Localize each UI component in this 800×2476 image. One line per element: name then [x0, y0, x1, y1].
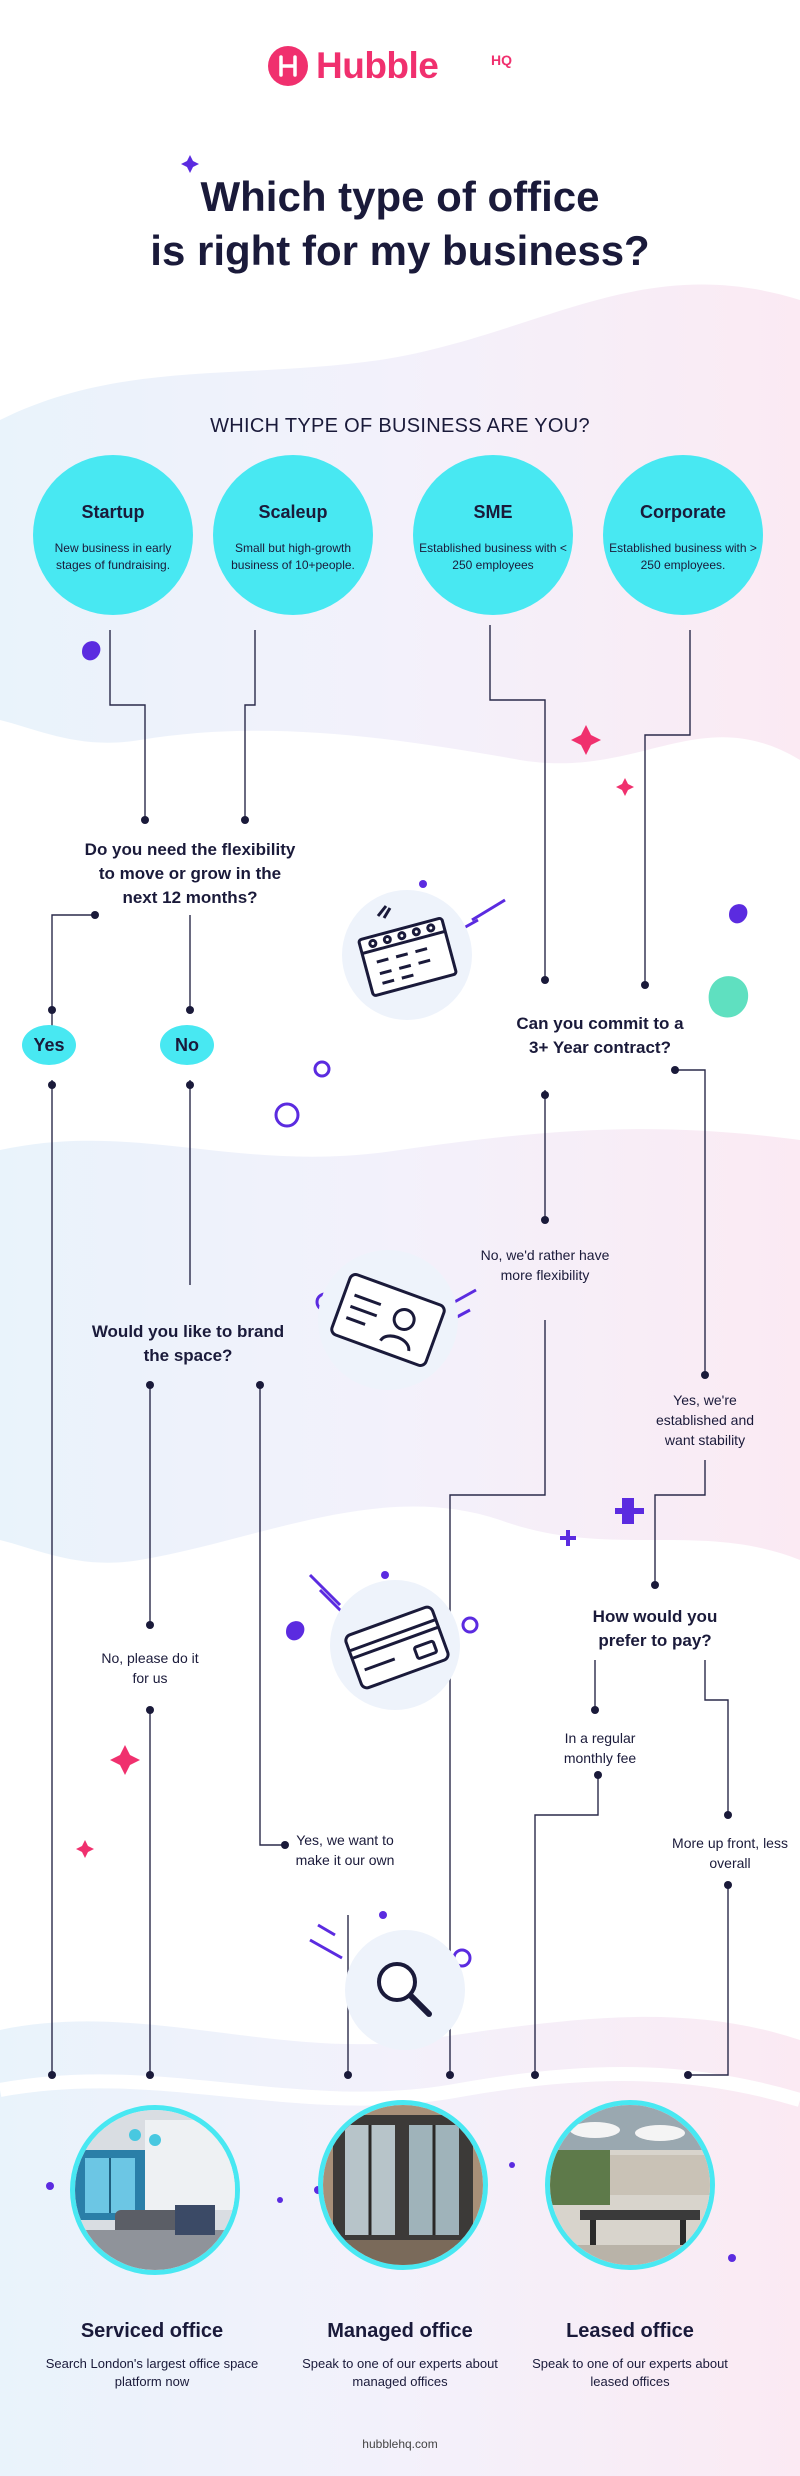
logo-wordmark[interactable]: Hubble	[316, 45, 439, 86]
managed-office-photo[interactable]	[318, 2100, 488, 2270]
question-flexibility: Do you need the flexibility to move or g…	[84, 840, 296, 907]
business-scaleup-desc: Small but high-growth business of 10+peo…	[231, 541, 355, 572]
serviced-office-photo[interactable]	[70, 2105, 240, 2275]
business-corporate-title: Corporate	[639, 502, 726, 522]
logo-suffix: HQ	[491, 52, 512, 68]
credit-card-icon	[344, 1605, 450, 1690]
calendar-icon-circle	[342, 890, 472, 1020]
question-contract: Can you commit to a 3+ Year contract?	[516, 1014, 684, 1057]
business-startup-title: Startup	[81, 502, 145, 522]
logo-h-icon	[279, 55, 297, 77]
leased-office-image	[550, 2105, 710, 2265]
business-sme-desc: Established business with < 250 employee…	[419, 541, 567, 572]
business-corporate-desc: Established business with > 250 employee…	[609, 541, 757, 572]
title-line-2: is right for my business?	[150, 227, 650, 274]
answer-make-own[interactable]: Yes, we want to make it our own	[295, 1832, 395, 1868]
managed-office-title[interactable]: Managed office	[327, 2320, 473, 2342]
answer-do-it-for-us[interactable]: No, please do it for us	[101, 1650, 199, 1686]
business-corporate-bubble[interactable]	[603, 455, 763, 615]
question-pay: How would you prefer to pay?	[592, 1607, 718, 1650]
magnifier-icon	[377, 1962, 432, 2017]
serviced-office-image	[75, 2110, 235, 2270]
page-title: Which type of office is right for my bus…	[0, 170, 800, 278]
answer-more-flexibility[interactable]: No, we'd rather have more flexibility	[480, 1247, 610, 1283]
serviced-office-title[interactable]: Serviced office	[80, 2320, 224, 2342]
managed-office-desc[interactable]: Speak to one of our experts about manage…	[302, 2356, 498, 2389]
section-title: WHICH TYPE OF BUSINESS ARE YOU?	[210, 415, 590, 437]
title-line-1: Which type of office	[200, 173, 600, 220]
serviced-office-desc[interactable]: Search London's largest office space pla…	[45, 2356, 259, 2389]
managed-office-image	[323, 2105, 483, 2265]
id-card-icon	[330, 1273, 446, 1367]
magnifier-icon-circle	[345, 1930, 465, 2050]
answer-stability[interactable]: Yes, we're established and want stabilit…	[655, 1392, 755, 1448]
business-scaleup-title: Scaleup	[258, 502, 328, 522]
answer-yes-pill[interactable]: Yes	[22, 1025, 76, 1065]
leased-office-desc[interactable]: Speak to one of our experts about leased…	[532, 2356, 728, 2389]
business-sme-title: SME	[473, 502, 513, 522]
answer-up-front[interactable]: More up front, less overall	[672, 1835, 788, 1871]
id-card-icon-circle	[318, 1250, 458, 1390]
business-startup-bubble[interactable]	[33, 455, 193, 615]
business-sme-bubble[interactable]	[413, 455, 573, 615]
footer-url[interactable]: hubblehq.com	[362, 2437, 438, 2451]
credit-card-icon-circle	[330, 1580, 460, 1710]
business-scaleup-bubble[interactable]	[213, 455, 373, 615]
calendar-icon	[357, 905, 458, 997]
answer-no-pill[interactable]: No	[160, 1025, 214, 1065]
leased-office-title[interactable]: Leased office	[566, 2320, 694, 2342]
logo-mark[interactable]	[268, 46, 308, 86]
answer-monthly[interactable]: In a regular monthly fee	[563, 1730, 637, 1766]
question-brand: Would you like to brand the space?	[91, 1322, 285, 1365]
business-startup-desc: New business in early stages of fundrais…	[54, 541, 172, 572]
leased-office-photo[interactable]	[545, 2100, 715, 2270]
